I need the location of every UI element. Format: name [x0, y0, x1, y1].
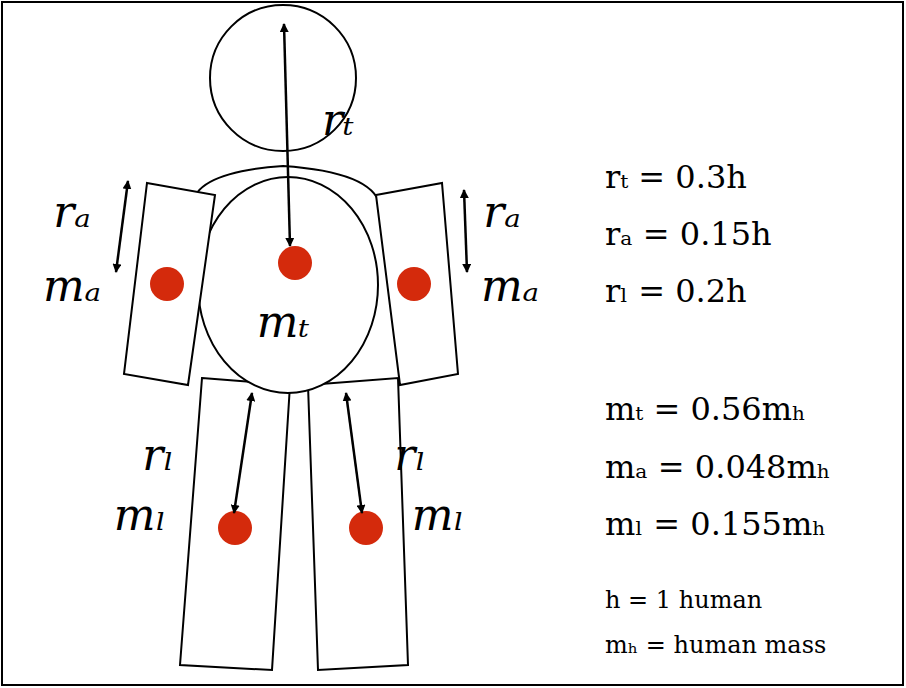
equation-label: mₐ = 0.048mₕ: [605, 450, 831, 485]
left-arm: [124, 183, 215, 385]
variable-label: mₐ: [43, 262, 101, 310]
mass-dot: [278, 246, 312, 280]
equation-label: rₐ = 0.15h: [605, 217, 772, 252]
equation-label: h = 1 human: [605, 587, 762, 613]
variable-label: mₗ: [412, 491, 464, 539]
dimension-arrow: [464, 190, 467, 272]
equation-label: rₜ = 0.3h: [605, 160, 747, 195]
equation-label: mₕ = human mass: [605, 632, 826, 658]
dimension-arrow: [284, 24, 290, 246]
variable-label: rₜ: [322, 96, 354, 144]
variable-label: mₐ: [481, 262, 539, 310]
mass-dot: [150, 267, 184, 301]
variable-label: rₗ: [142, 431, 174, 479]
dimension-arrow: [234, 393, 252, 513]
mass-dot: [218, 511, 252, 545]
mass-dot: [397, 267, 431, 301]
right-leg: [308, 378, 408, 670]
equation-label: mₗ = 0.155mₕ: [605, 507, 826, 542]
variable-label: rₐ: [53, 188, 91, 236]
right-arm: [376, 183, 458, 385]
dimension-arrow: [116, 181, 128, 272]
equation-label: rₗ = 0.2h: [605, 274, 747, 309]
dimension-arrow: [346, 393, 362, 513]
variable-label: rₐ: [483, 188, 521, 236]
variable-label: mₗ: [114, 491, 166, 539]
mass-dot: [349, 511, 383, 545]
left-leg: [180, 378, 290, 670]
variable-label: rₗ: [394, 431, 426, 479]
variable-label: mₜ: [257, 298, 310, 346]
equation-label: mₜ = 0.56mₕ: [605, 392, 806, 427]
